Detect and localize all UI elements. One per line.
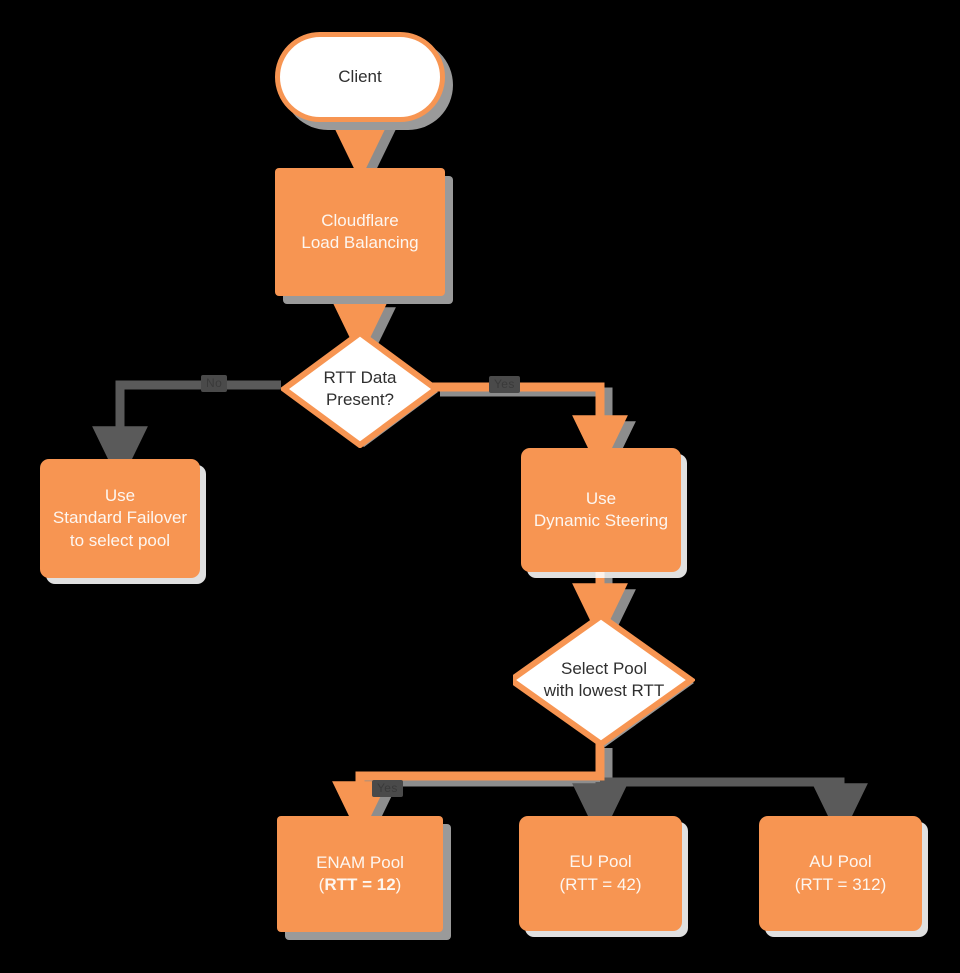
node-dynamic-steering-text: Use Dynamic Steering [534, 488, 668, 533]
edge-label-selected: Yes [372, 780, 403, 798]
eu-paren-close: ) [635, 874, 642, 894]
node-enam-pool-line1: ENAM Pool [316, 852, 404, 872]
edge-selectpool-to-enam [332, 742, 605, 839]
node-load-balancing-line2: Load Balancing [301, 233, 419, 252]
node-select-pool[interactable]: Select Pool with lowest RTT [513, 612, 695, 748]
node-dynamic-steering-line1: Use [585, 488, 617, 508]
au-rtt-value: RTT = 312 [800, 874, 881, 894]
node-load-balancing[interactable]: Cloudflare Load Balancing [275, 168, 445, 296]
node-enam-pool[interactable]: ENAM Pool (RTT = 12) [277, 816, 443, 932]
node-au-pool-text: AU Pool (RTT = 312) [795, 851, 887, 896]
au-paren-open: ( [794, 874, 801, 894]
node-dynamic-steering-line2: Dynamic Steering [533, 511, 669, 530]
node-eu-pool-line2: (RTT = 42) [559, 874, 641, 896]
node-rtt-decision-text: RTT Data Present? [281, 330, 439, 448]
node-select-pool-line2: with lowest RTT [543, 681, 665, 700]
node-dynamic-steering[interactable]: Use Dynamic Steering [521, 448, 681, 572]
node-au-pool-line1: AU Pool [809, 852, 872, 872]
node-eu-pool-text: EU Pool (RTT = 42) [559, 851, 641, 896]
enam-paren-open: ( [318, 875, 325, 894]
edge-label-yes: Yes [489, 376, 520, 394]
enam-rtt-value: RTT = 12 [324, 875, 396, 894]
node-load-balancing-text: Cloudflare Load Balancing [301, 210, 418, 255]
rtt-decision-diamond-shape [281, 330, 439, 448]
node-standard-failover-line1: Use [104, 485, 136, 505]
node-eu-pool[interactable]: EU Pool (RTT = 42) [519, 816, 682, 931]
node-standard-failover[interactable]: Use Standard Failover to select pool [40, 459, 200, 578]
node-load-balancing-line1: Cloudflare [321, 210, 399, 230]
node-standard-failover-line2: Standard Failover [52, 508, 188, 528]
node-au-pool-line2: (RTT = 312) [795, 874, 887, 896]
eu-paren-open: ( [559, 874, 566, 894]
edge-selectpool-to-au [600, 777, 868, 841]
select-pool-diamond-shape [513, 612, 695, 748]
eu-rtt-value: RTT = 42 [565, 874, 636, 894]
node-enam-pool-line2: (RTT = 12) [316, 874, 404, 896]
node-rtt-decision-line1: RTT Data [323, 367, 397, 387]
node-standard-failover-text: Use Standard Failover to select pool [53, 485, 187, 552]
node-select-pool-line1: Select Pool [560, 658, 647, 678]
node-standard-failover-line3: to select pool [69, 530, 171, 550]
enam-paren-close: ) [395, 875, 402, 894]
node-au-pool[interactable]: AU Pool (RTT = 312) [759, 816, 922, 931]
node-client[interactable]: Client [275, 32, 445, 122]
node-rtt-decision[interactable]: RTT Data Present? [281, 330, 439, 448]
node-rtt-decision-line2: Present? [325, 390, 395, 409]
edge-rtt-to-standard-failover [92, 380, 281, 484]
node-eu-pool-line1: EU Pool [569, 852, 632, 872]
node-enam-pool-text: ENAM Pool (RTT = 12) [316, 852, 404, 897]
node-client-label: Client [338, 66, 382, 86]
edge-label-no: No [201, 375, 228, 393]
au-paren-close: ) [880, 874, 887, 894]
node-select-pool-text: Select Pool with lowest RTT [513, 612, 695, 748]
edge-rtt-to-dynamicsteering [432, 382, 628, 473]
